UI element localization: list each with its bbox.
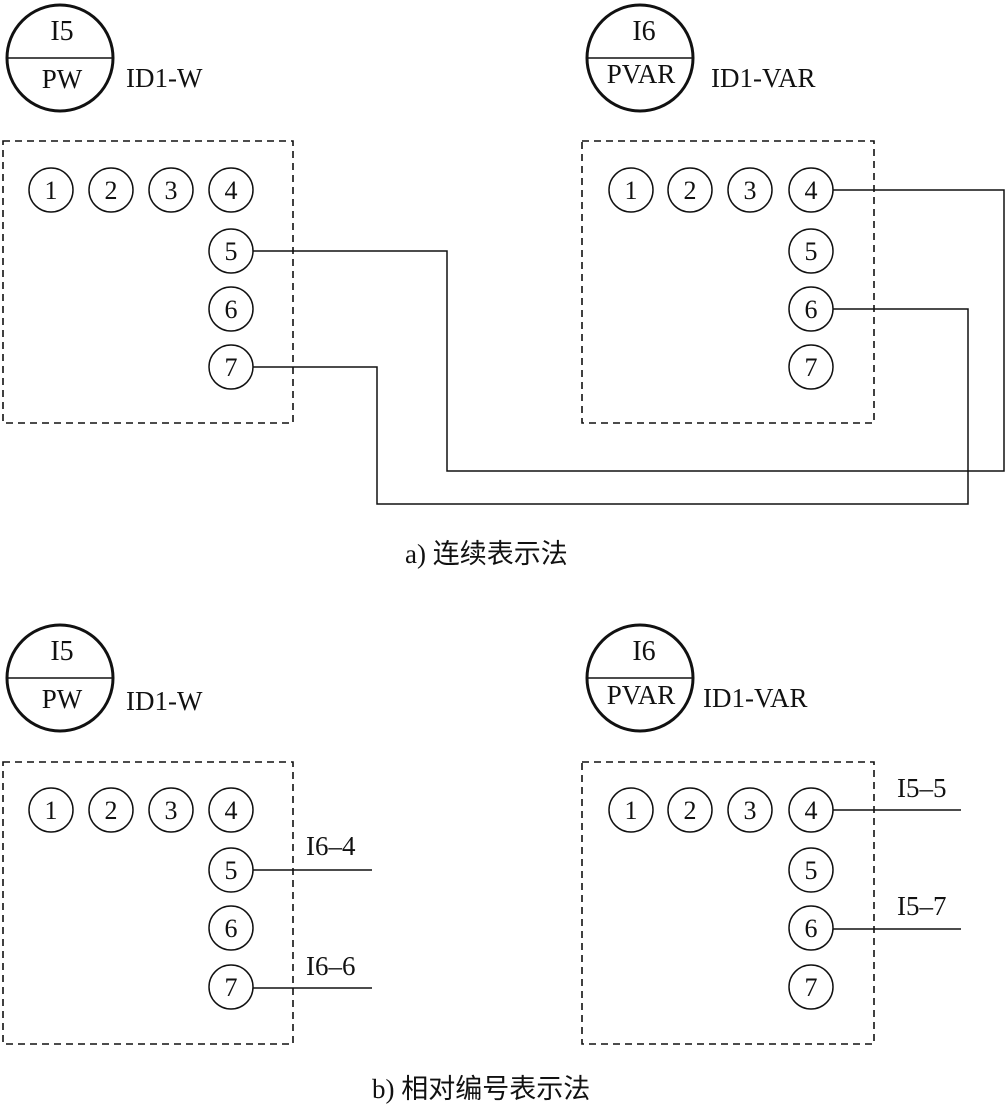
- device-circle: [5, 623, 115, 733]
- terminal-7: 7: [805, 353, 818, 382]
- terminal-5: 5: [225, 856, 238, 885]
- terminal-4: 4: [225, 796, 238, 825]
- terminal-7: 7: [225, 353, 238, 382]
- device-id-label: ID1-VAR: [703, 683, 808, 713]
- device-symbol-right-b: I6 PVAR: [585, 623, 695, 733]
- terminal-2: 2: [684, 796, 697, 825]
- terminal-6: 6: [225, 914, 238, 943]
- terminal-2: 2: [105, 796, 118, 825]
- device-id-label: ID1-VAR: [711, 63, 816, 93]
- ref-label-l5: I6–4: [306, 831, 356, 861]
- device-circle: [5, 3, 115, 113]
- terminal-1: 1: [45, 796, 58, 825]
- terminal-2: 2: [684, 176, 697, 205]
- terminals-right-a: 1 2 3 4 5 6 7: [608, 167, 834, 390]
- terminals-left-b: 1 2 3 4 5 6 7: [28, 787, 254, 1010]
- wire-l7-r6: [253, 308, 969, 505]
- device-id-label: ID1-W: [126, 686, 203, 716]
- terminal-5: 5: [225, 237, 238, 266]
- terminal-block-left: [2, 761, 294, 1045]
- device-type: PVAR: [607, 59, 676, 89]
- terminal-3: 3: [744, 176, 757, 205]
- device-symbol-right-a: I6 PVAR: [585, 3, 695, 113]
- device-code: I5: [50, 16, 73, 47]
- terminal-3: 3: [744, 796, 757, 825]
- terminals-right-b: 1 2 3 4 5 6 7: [608, 787, 834, 1010]
- device-id-label: ID1-W: [126, 63, 203, 93]
- terminal-3: 3: [165, 176, 178, 205]
- terminal-6: 6: [225, 295, 238, 324]
- device-type: PVAR: [607, 680, 676, 710]
- terminal-6: 6: [805, 914, 818, 943]
- terminal-block-right: [581, 761, 875, 1045]
- terminal-6: 6: [805, 295, 818, 324]
- terminal-1: 1: [45, 176, 58, 205]
- diagram-b: I5 PW ID1-W I6 PVAR ID1-VAR 1 2 3 4 5 6 …: [2, 623, 961, 1104]
- device-code: I5: [50, 636, 73, 667]
- device-type: PW: [42, 64, 83, 94]
- device-symbol-left-b: I5 PW: [5, 623, 115, 733]
- terminal-4: 4: [805, 796, 818, 825]
- device-symbol-left-a: I5 PW: [5, 3, 115, 113]
- terminal-4: 4: [805, 176, 818, 205]
- terminal-5: 5: [805, 237, 818, 266]
- device-type: PW: [42, 684, 83, 714]
- terminal-block-left: [2, 140, 294, 424]
- terminal-4: 4: [225, 176, 238, 205]
- ref-label-r6: I5–7: [897, 891, 947, 921]
- terminal-7: 7: [225, 973, 238, 1002]
- terminal-3: 3: [165, 796, 178, 825]
- device-code: I6: [632, 636, 655, 667]
- terminal-1: 1: [625, 796, 638, 825]
- terminals-left-a: 1 2 3 4 5 6 7: [28, 167, 254, 390]
- wire-l5-r4: [253, 189, 1005, 472]
- ref-label-l7: I6–6: [306, 951, 356, 981]
- terminal-1: 1: [625, 176, 638, 205]
- terminal-2: 2: [105, 176, 118, 205]
- device-circle: [585, 3, 695, 113]
- caption-b: b) 相对编号表示法: [372, 1074, 590, 1104]
- caption-a: a) 连续表示法: [405, 539, 568, 569]
- diagram-a: I5 PW ID1-W I6 PVAR ID1-VAR 1 2 3 4 5 6 …: [2, 3, 1005, 569]
- terminal-7: 7: [805, 973, 818, 1002]
- terminal-5: 5: [805, 856, 818, 885]
- device-code: I6: [632, 16, 655, 47]
- ref-label-r4: I5–5: [897, 773, 947, 803]
- device-circle: [585, 623, 695, 733]
- terminal-block-right: [581, 140, 875, 424]
